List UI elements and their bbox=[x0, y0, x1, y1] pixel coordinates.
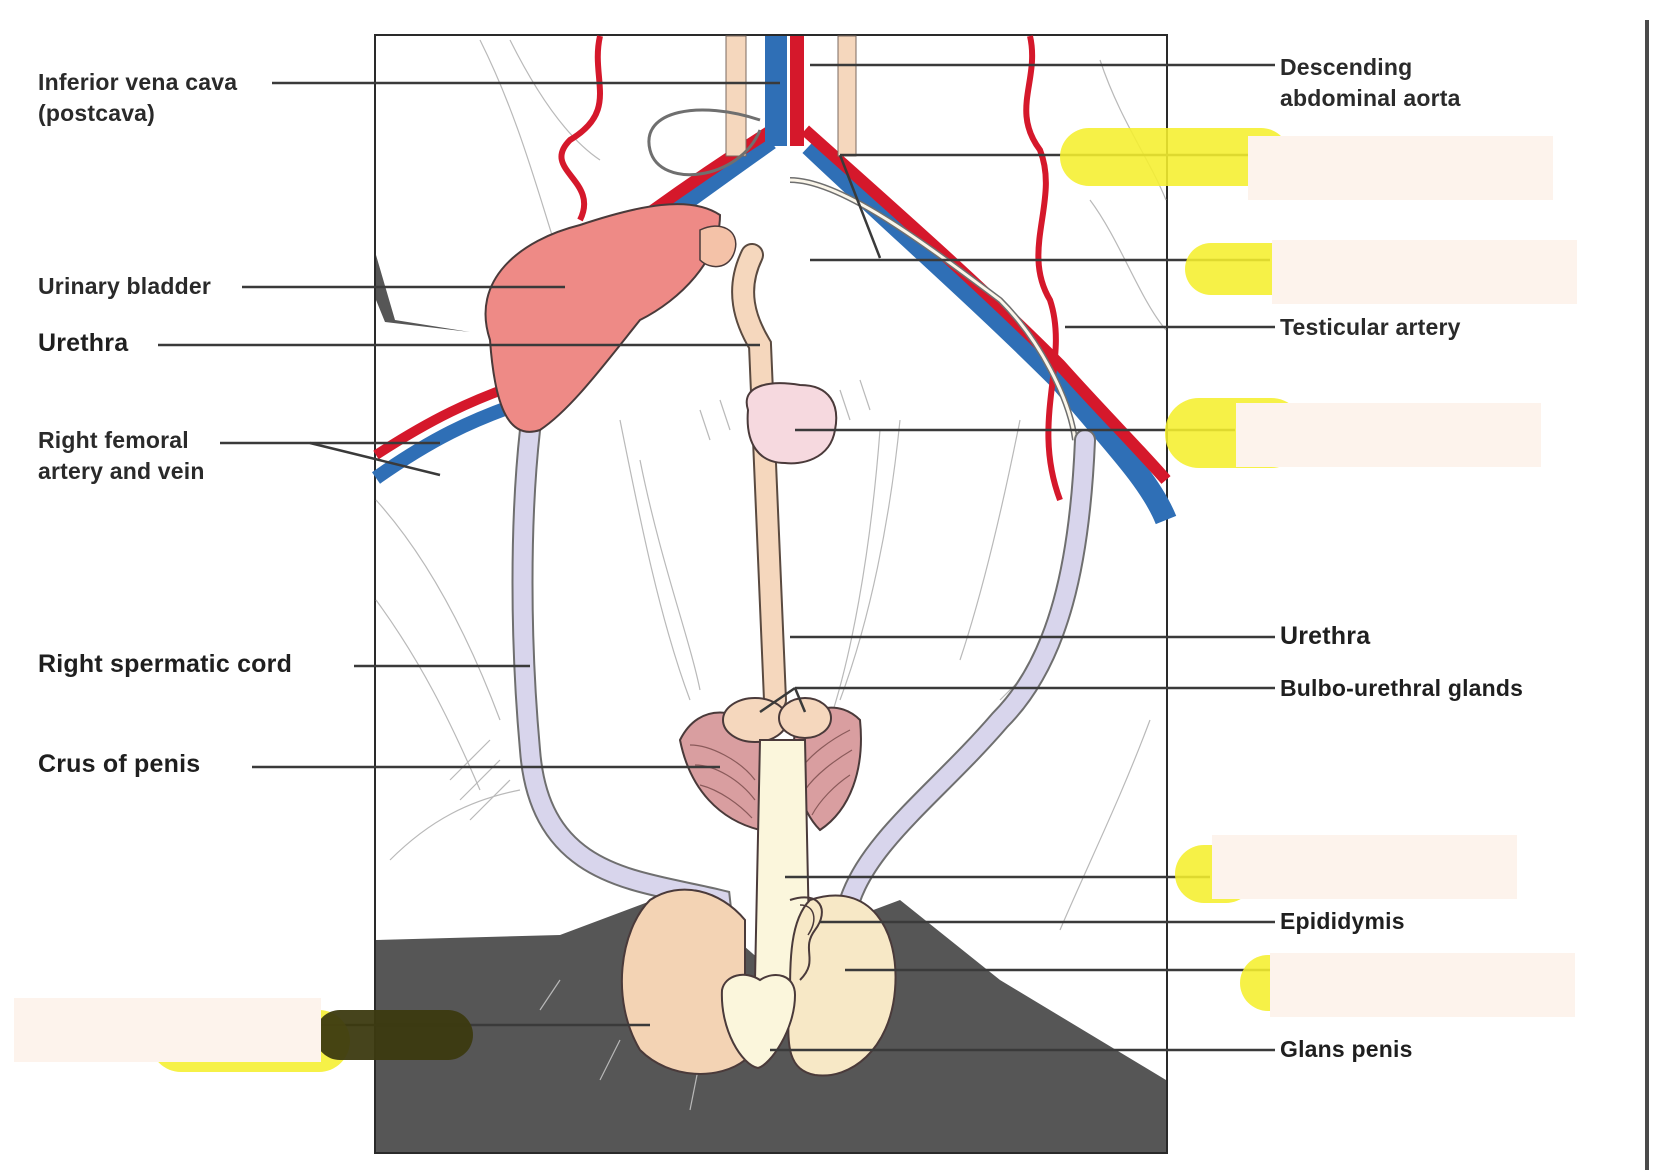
label-bulbo-urethral-glands: Bulbo-urethral glands bbox=[1280, 675, 1524, 701]
label-glans-penis: Glans penis bbox=[1280, 1036, 1413, 1062]
page-edge-rule bbox=[1645, 20, 1649, 1170]
left-spermatic-cord bbox=[841, 431, 1094, 909]
testicular-artery-vessel bbox=[1023, 35, 1063, 502]
urinary-bladder bbox=[484, 203, 722, 433]
blank-label-box[interactable] bbox=[1212, 835, 1517, 899]
label-crus-of-penis: Crus of penis bbox=[38, 750, 201, 778]
urethra bbox=[733, 245, 785, 710]
blank-label-box[interactable] bbox=[1270, 953, 1575, 1017]
prostate-gland bbox=[745, 382, 838, 465]
highlight-mark-dark bbox=[315, 1010, 473, 1060]
scrotum bbox=[620, 888, 746, 1075]
blank-label-box[interactable] bbox=[1248, 136, 1553, 200]
left-ureter bbox=[725, 35, 747, 157]
inferior-vena-cava bbox=[765, 36, 787, 146]
bulbo-urethral-gland-right bbox=[778, 697, 832, 739]
blank-label-box[interactable] bbox=[1272, 240, 1577, 304]
label-urinary-bladder: Urinary bladder bbox=[38, 273, 211, 299]
epididymis bbox=[789, 896, 823, 981]
iliac-vein-right bbox=[802, 137, 1177, 525]
right-ureter bbox=[837, 35, 857, 157]
left-internal-spermatic-artery bbox=[558, 35, 603, 222]
abdominal-aorta bbox=[790, 36, 804, 146]
label-urethra-right: Urethra bbox=[1280, 622, 1371, 650]
label-testicular-artery: Testicular artery bbox=[1280, 314, 1461, 340]
blank-label-box[interactable] bbox=[1236, 403, 1541, 467]
label-epididymis: Epididymis bbox=[1280, 908, 1405, 934]
label-inferior-vena-cava: Inferior vena cava(postcava) bbox=[38, 69, 238, 126]
glans-penis bbox=[720, 973, 797, 1070]
testis bbox=[787, 894, 897, 1077]
label-urethra-left: Urethra bbox=[38, 329, 129, 357]
label-right-spermatic-cord: Right spermatic cord bbox=[38, 650, 293, 678]
blank-label-box[interactable] bbox=[14, 998, 321, 1062]
ductus-deferens-left bbox=[647, 108, 762, 177]
bulbo-urethral-gland-left bbox=[722, 697, 788, 743]
right-spermatic-cord bbox=[513, 421, 734, 954]
